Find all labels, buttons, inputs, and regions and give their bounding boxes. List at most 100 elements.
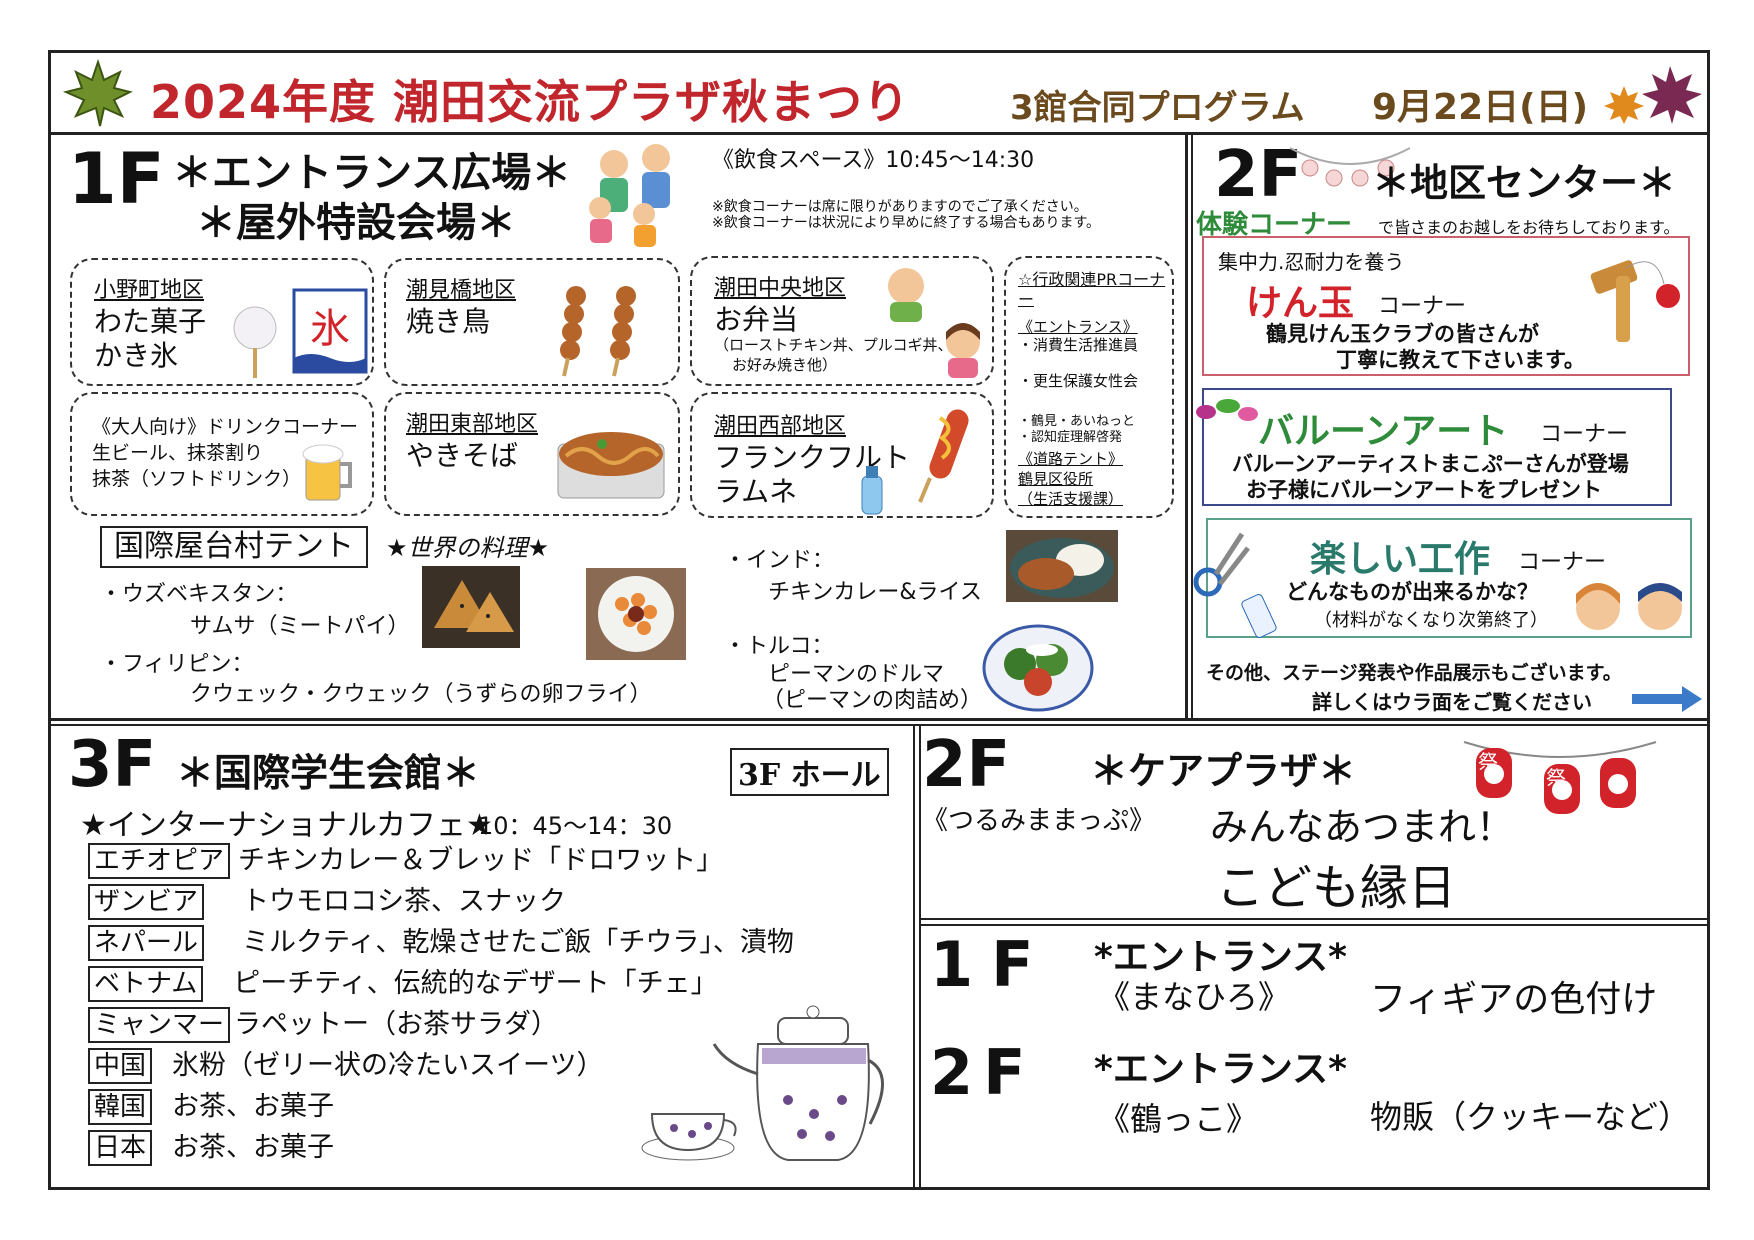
balloon-title: バルーンアート [1258, 411, 1509, 452]
pr-entrance-item: ・鶴見・あいねっと [1018, 414, 1136, 429]
cafe-row: 中国氷粉（ゼリー状の冷たいスイーツ） [88, 1047, 603, 1085]
stall-detail: お好み焼き他） [732, 356, 838, 374]
world-food-label: ★世界の料理★ [386, 534, 550, 562]
dolma-photo-icon [982, 620, 1094, 716]
stall-onomachi: 小野町地区 わた菓子 かき氷 氷 [70, 258, 374, 386]
balloon-line1: バルーンアーティストまこぷーさんが登場 [1232, 452, 1629, 476]
pr-corner-box: ☆行政関連PRコーナー 《エントランス》 ・消費生活推進員 ・更生保護女性会 ・… [1004, 256, 1174, 518]
menu-text: チキンカレー＆ブレッド「ドロワット」 [238, 845, 724, 876]
curry-photo-icon [1006, 530, 1118, 606]
craft-title: 楽しい工作 [1310, 539, 1491, 580]
uzbek-food: サムサ（ミートパイ） [190, 614, 410, 639]
pr-entrance-item: ・消費生活推進員 [1018, 336, 1139, 354]
kwek-kwek-photo-icon [586, 568, 686, 664]
stall-shioda-tobu: 潮田東部地区 やきそば [384, 392, 680, 516]
f3-floor-label: 3F [68, 728, 157, 802]
entrance1-activity: フィギアの色付け [1370, 979, 1658, 1020]
pr-entrance-label: 《エントランス》 [1018, 318, 1138, 336]
shaved-ice-flag-icon: 氷 [290, 280, 370, 380]
cafe-row: 韓国お茶、お菓子 [88, 1088, 334, 1126]
f2c-floor-label: 2F [1214, 138, 1303, 212]
entrance2-floor-label: 2F [930, 1036, 1036, 1109]
menu-text: ピーチティ、伝統的なデザート「チェ」 [233, 968, 718, 999]
pr-road-item: 鶴見区役所 [1018, 470, 1094, 488]
beer-mug-icon [300, 440, 358, 508]
divider-vertical-top2 [1191, 134, 1193, 720]
kendama-line2: 丁寧に教えて下さいます。 [1336, 348, 1585, 372]
menu-text: トウモロコシ茶、スナック [242, 886, 567, 917]
stall-item: わた菓子 [94, 305, 207, 338]
lantern-garland-icon [1460, 728, 1660, 842]
f2care-floor-label: 2F [922, 728, 1011, 802]
country-label: ザンビア [88, 884, 205, 920]
country-label: ミャンマー [88, 1007, 231, 1043]
f3-area-name: ＊国際学生会館＊ [176, 751, 481, 795]
divider-vertical-top [1185, 134, 1188, 720]
stall-shiomibashi: 潮見橋地区 焼き鳥 [384, 258, 680, 386]
entrance1-floor-label: 1F [930, 928, 1052, 1001]
autumn-leaves-icon [1600, 62, 1704, 130]
stall-item: かき氷 [94, 339, 179, 372]
divider-care-entrance2 [919, 924, 1710, 926]
intl-tent-label: 国際屋台村テント [100, 526, 368, 568]
entrance1-name: *エントランス* [1094, 937, 1347, 978]
divider-vertical-bottom2 [919, 724, 921, 1190]
stall-item: 抹茶（ソフトドリンク） [92, 468, 302, 490]
f1-area-name2: ＊屋外特設会場＊ [196, 200, 516, 246]
stall-shioda-chuo: 潮田中央地区 お弁当 （ローストチキン丼、プルコギ丼、 お好み焼き他） [690, 256, 994, 386]
cafe-time: 10：45～14：30 [478, 812, 673, 840]
frankfurt-icon [910, 404, 980, 508]
f2care-line1: みんなあつまれ！ [1210, 805, 1515, 849]
stall-item: 《大人向け》ドリンクコーナー [92, 416, 359, 438]
country-label: 日本 [88, 1130, 153, 1166]
divider-middle2 [48, 724, 1710, 726]
stall-detail: （ローストチキン丼、プルコギ丼、 [714, 336, 953, 354]
pr-title: ☆行政関連PRコーナー [1018, 270, 1166, 309]
event-date: 9月22日(日) [1372, 87, 1589, 128]
divider-vertical-bottom [913, 724, 915, 1190]
kendama-icon [1586, 244, 1686, 352]
page-title: 2024年度 潮田交流プラザ秋まつり [150, 75, 911, 129]
cafe-row: ザンビア トウモロコシ茶、スナック [88, 883, 566, 921]
eating-girl-icon [938, 320, 988, 384]
teapot-icon [638, 1004, 898, 1172]
f1-area-name: ＊エントランス広場＊ [172, 150, 572, 196]
kendama-line1: 鶴見けん玉クラブの皆さんが [1266, 322, 1539, 346]
stall-item: やきそば [406, 439, 519, 472]
family-illustration-icon [574, 140, 684, 256]
f1-floor-label: 1F [68, 138, 165, 220]
entrance2-group: 《鶴っこ》 [1098, 1100, 1259, 1138]
craft-line2: （材料がなくなり次第終了） [1314, 610, 1548, 631]
stall-drink-corner: 《大人向け》ドリンクコーナー 生ビール、抹茶割り 抹茶（ソフトドリンク） [70, 392, 374, 516]
cotton-candy-icon [230, 304, 280, 384]
craft-line1: どんなものが出来るかな？ [1286, 580, 1538, 604]
stall-district: 小野町地区 [94, 278, 205, 303]
pr-entrance-item: ・認知症理解啓発 [1018, 430, 1123, 445]
scissors-icon [1186, 522, 1296, 644]
country-label: エチオピア [88, 843, 231, 879]
stall-shioda-seibu: 潮田西部地区 フランクフルト ラムネ [690, 392, 994, 518]
lantern-character: 祭 [1546, 766, 1566, 790]
country-label: 韓国 [88, 1089, 153, 1125]
ramune-icon [852, 464, 892, 520]
svg-text:氷: 氷 [310, 306, 350, 352]
entrance2-activity: 物販（クッキーなど） [1370, 1098, 1691, 1136]
phil-label: ・フィリピン： [100, 652, 254, 677]
kendama-box: 集中力.忍耐力を養う けん玉 コーナー 鶴見けん玉クラブの皆さんが 丁寧に教えて… [1202, 236, 1690, 376]
india-label: ・インド： [724, 548, 835, 573]
divider-middle [48, 718, 1710, 721]
kids-icon [1568, 580, 1690, 642]
craft-box: 楽しい工作 コーナー どんなものが出来るかな？ （材料がなくなり次第終了） [1193, 518, 1692, 638]
cafe-row: エチオピアチキンカレー＆ブレッド「ドロワット」 [88, 842, 723, 880]
turkey-label: ・トルコ： [724, 634, 834, 659]
stall-district: 潮田東部地区 [406, 412, 539, 437]
stall-district: 潮見橋地区 [406, 278, 517, 303]
uzbek-label: ・ウズベキスタン： [100, 582, 298, 607]
eating-boy-icon [878, 264, 934, 328]
f2c-area-name: ＊地区センター＊ [1372, 161, 1677, 205]
welcome-text: で皆さまのお越しをお待ちしております。 [1378, 218, 1680, 237]
samsa-photo-icon [422, 566, 520, 652]
food-note-2: ※飲食コーナーは状況により早めに終了する場合もあります。 [712, 215, 1101, 231]
menu-text: お茶、お菓子 [172, 1091, 335, 1122]
country-label: 中国 [88, 1048, 153, 1084]
